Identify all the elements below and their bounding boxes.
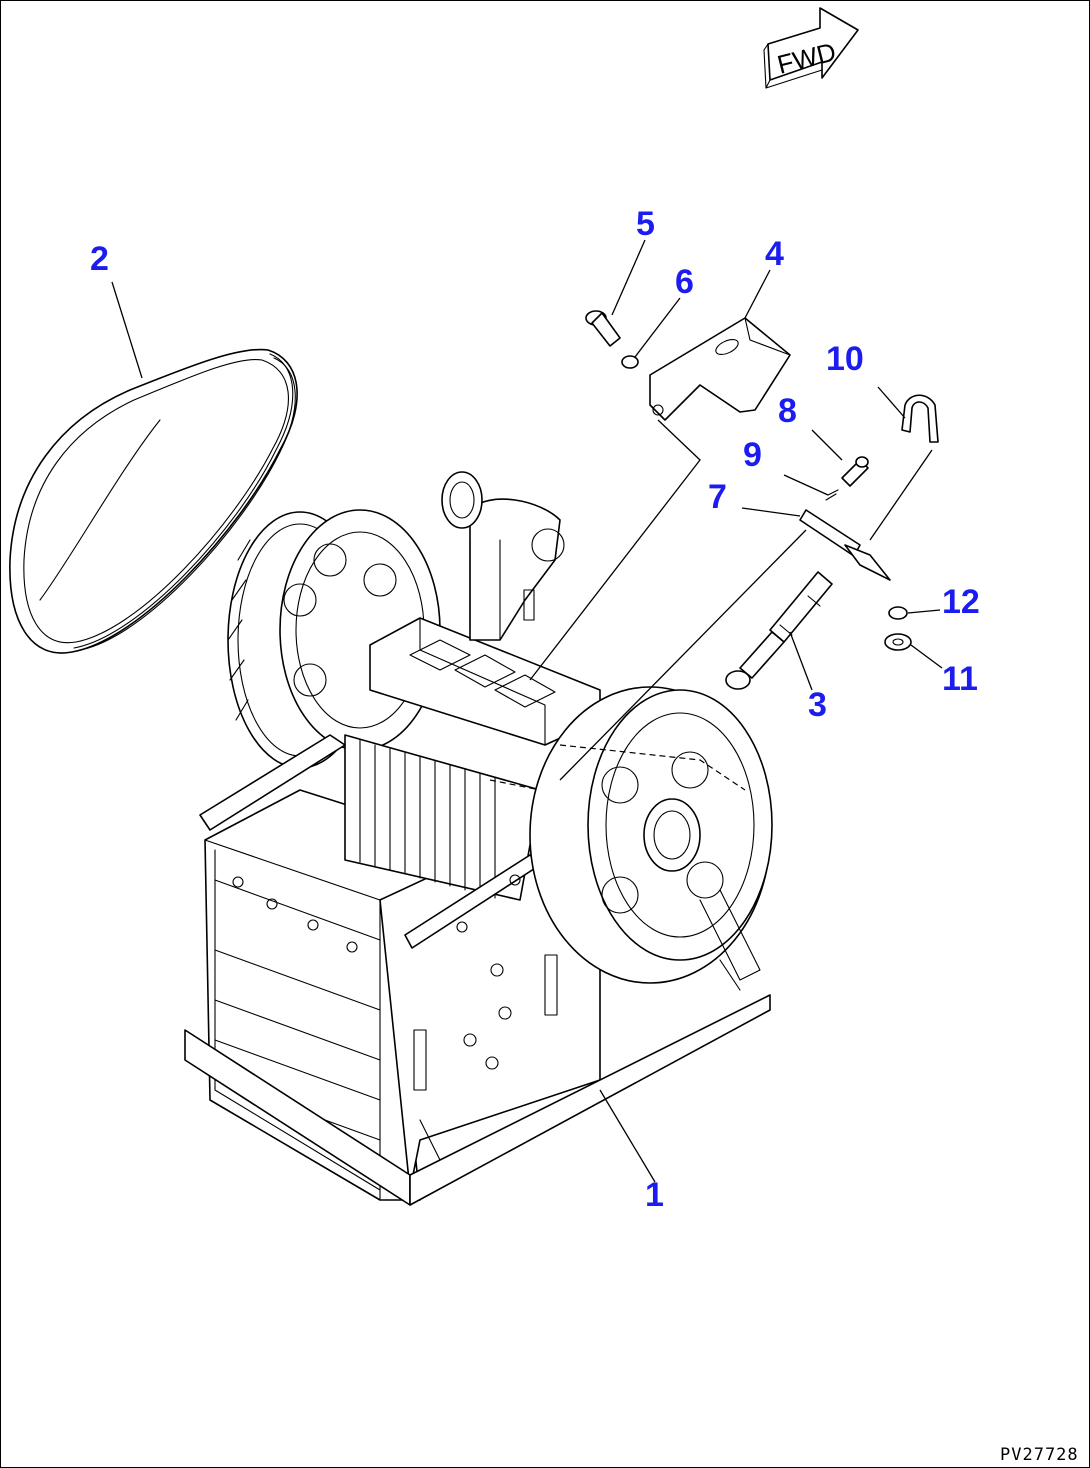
o-ring	[825, 489, 839, 501]
callout-1: 1	[645, 1176, 664, 1214]
washer	[621, 355, 639, 369]
callout-8: 8	[778, 392, 797, 430]
callout-11: 11	[942, 660, 978, 698]
callout-4: 4	[765, 235, 784, 273]
callout-12: 12	[942, 583, 980, 621]
cover	[649, 317, 791, 421]
callouts: 1 2 3 4 5 6 7 8 9 10 11 12	[90, 205, 980, 1214]
lock-washer	[888, 606, 908, 620]
callout-7: 7	[708, 478, 727, 516]
u-clip	[901, 394, 939, 443]
bolt	[585, 310, 621, 347]
nut	[884, 633, 912, 651]
crusher-body	[184, 471, 773, 1206]
drawing-code: PV27728	[1000, 1445, 1079, 1465]
tension-rod	[725, 571, 833, 690]
callout-9: 9	[743, 436, 762, 474]
callout-3: 3	[808, 686, 827, 724]
v-belt	[9, 348, 298, 654]
hose-fitting	[799, 509, 891, 581]
callout-2: 2	[90, 240, 109, 278]
leader-lines	[111, 239, 943, 1183]
callout-5: 5	[636, 205, 655, 243]
callout-10: 10	[826, 340, 864, 378]
callout-6: 6	[675, 263, 694, 301]
elbow-fitting	[841, 456, 869, 487]
